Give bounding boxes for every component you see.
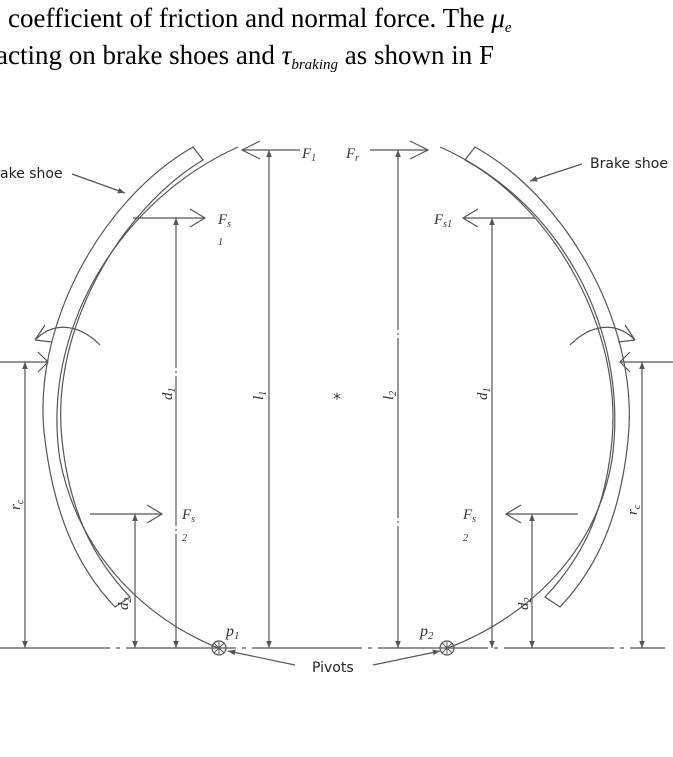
tau-symbol: τ — [281, 40, 292, 70]
pivot-right-leader — [372, 649, 441, 666]
p2-label: p2 — [419, 623, 434, 642]
brake-shoe-right-leader — [529, 163, 583, 182]
drum-arc-left — [56, 146, 239, 649]
center-mark: * — [333, 389, 341, 408]
d1-right-label: d1 — [475, 388, 493, 401]
paper-text-line-2-tail: as shown in F — [338, 40, 495, 70]
paper-text-line-2: acting on brake shoes and τbraking as sh… — [0, 40, 494, 80]
l2-label: l2 — [381, 391, 399, 400]
pivot-p1-icon — [211, 640, 227, 656]
fs1-right-label: Fs1 — [433, 212, 452, 230]
fs2-right-label: Fs — [462, 507, 476, 525]
mu-subscript: e — [504, 20, 512, 36]
right-brake-shoe — [464, 146, 630, 608]
p1-label: p1 — [225, 623, 240, 642]
fs2-left-label: Fs — [181, 507, 195, 525]
mu-symbol: μ — [491, 3, 505, 33]
fr-label: Fr — [345, 146, 359, 164]
drum-arc-right — [439, 146, 616, 649]
pivot-left-leader — [227, 649, 296, 666]
l1-label: l1 — [251, 391, 269, 400]
paper-text-line-1-body: coefficient of friction and normal force… — [8, 3, 492, 33]
brake-shoe-left-leader — [71, 173, 126, 194]
paper-text-line-2-body: acting on brake shoes and — [0, 40, 282, 70]
d2-left-label: d2 — [116, 598, 134, 611]
left-brake-shoe — [42, 146, 204, 608]
rc-left-label: rc — [8, 499, 26, 510]
d1-left-label: d1 — [160, 388, 178, 401]
d2-right-label: d2 — [516, 598, 534, 611]
brake-shoe-right-label: Brake shoe — [590, 156, 668, 172]
brake-shoe-left-label: ake shoe — [0, 166, 63, 182]
rc-right-label: rc — [625, 504, 643, 515]
rotation-arc-left — [34, 326, 101, 346]
rotation-arc-right — [569, 326, 636, 346]
fs1-left-index: 1 — [218, 237, 223, 248]
tau-subscript: braking — [291, 57, 339, 73]
pivot-p2-icon — [439, 640, 455, 656]
pivots-label: Pivots — [312, 660, 354, 676]
f1-label: F1 — [301, 146, 316, 164]
paper-text-line-1: coefficient of friction and normal force… — [8, 3, 512, 43]
fs2-right-index: 2 — [463, 533, 468, 544]
fs2-left-index: 2 — [182, 533, 187, 544]
fs1-left-label: Fs — [217, 212, 231, 230]
